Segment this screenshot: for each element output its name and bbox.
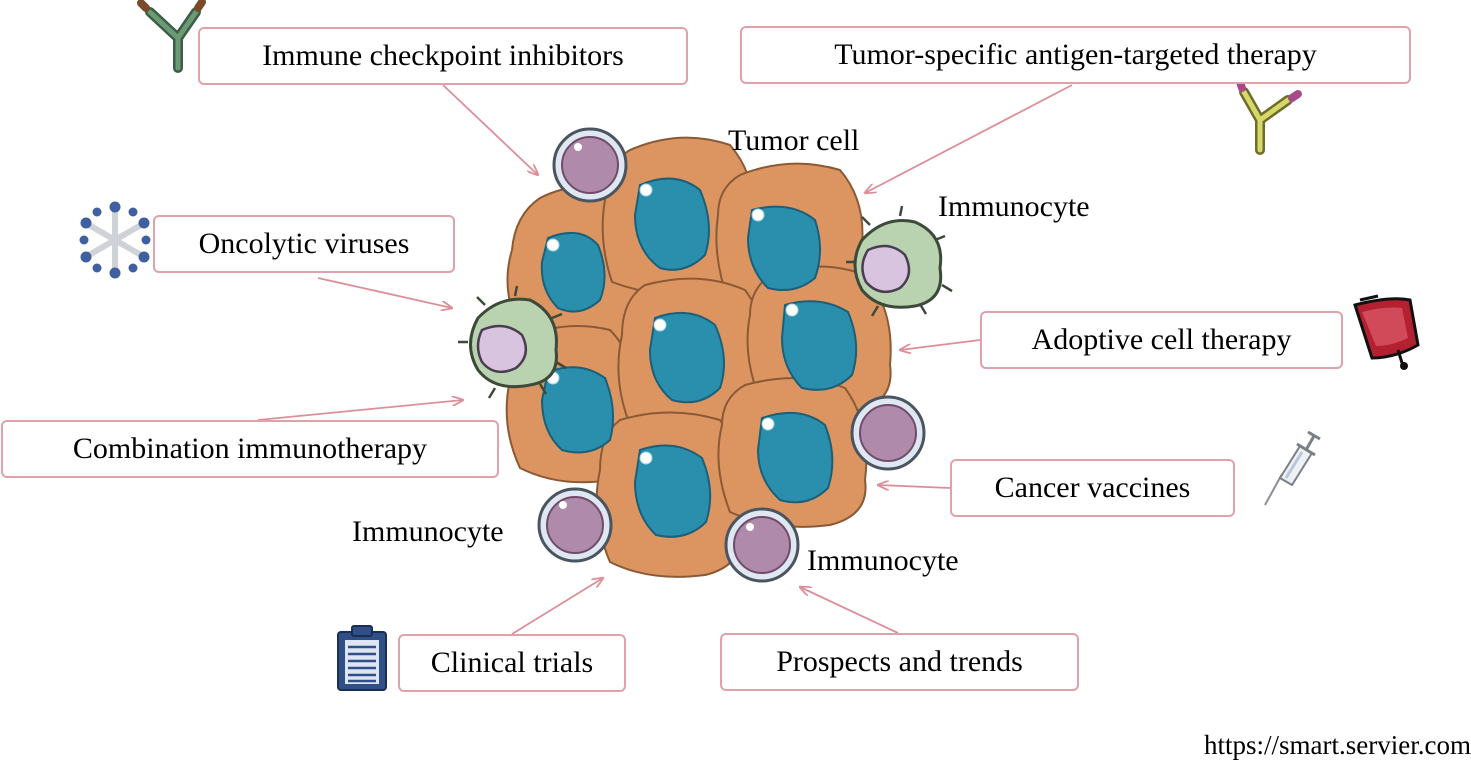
- nucleus: [540, 231, 606, 313]
- arrow-clinical: [511, 578, 603, 635]
- label-immunocyte-left: Immunocyte: [352, 515, 504, 548]
- label-tumor-cell: Tumor cell: [728, 124, 860, 157]
- box-cancer-vaccines: Cancer vaccines: [950, 459, 1235, 517]
- box-clinical-trials: Clinical trials: [398, 634, 626, 692]
- box-oncolytic-viruses: Oncolytic viruses: [153, 215, 455, 273]
- antibody-icon: [1236, 78, 1302, 155]
- virus-icon: [79, 201, 151, 279]
- nucleus: [648, 311, 725, 404]
- label-immunocyte-bottom: Immunocyte: [807, 544, 959, 577]
- nucleus: [540, 366, 614, 454]
- immunocyte-green: [458, 285, 567, 399]
- immunocyte-purple: [724, 507, 800, 583]
- nucleus: [633, 177, 710, 271]
- syringe-icon: [1264, 430, 1321, 506]
- immunocyte-purple: [537, 487, 613, 563]
- arrow-combination: [257, 400, 463, 421]
- immunocyte-purple: [552, 127, 628, 203]
- arrow-prospects: [800, 587, 899, 634]
- blood-bag-icon: [1353, 294, 1420, 370]
- arrow-oncolytic: [317, 277, 452, 308]
- arrow-tsa: [865, 84, 1073, 193]
- nucleus: [780, 300, 858, 391]
- box-adoptive-cell-therapy: Adoptive cell therapy: [980, 311, 1343, 369]
- nucleus: [756, 411, 834, 504]
- box-prospects-and-trends: Prospects and trends: [720, 633, 1079, 691]
- arrow-vaccines: [878, 485, 951, 488]
- antibody-icon: [137, 0, 206, 73]
- nucleus: [633, 444, 712, 538]
- nucleolus-dots: [546, 183, 799, 465]
- box-tumor-specific-antigen-targeted-therapy: Tumor-specific antigen-targeted therapy: [740, 26, 1411, 84]
- label-immunocyte-top-right: Immunocyte: [938, 190, 1090, 223]
- tumor-nuclei: [540, 177, 858, 538]
- arrow-checkpoint: [442, 84, 538, 175]
- immunocyte-purple: [850, 395, 926, 471]
- clipboard-icon: [337, 625, 387, 691]
- source-credit: https://smart.servier.com: [1204, 730, 1471, 760]
- arrow-adoptive: [900, 339, 981, 350]
- box-combination-immunotherapy: Combination immunotherapy: [1, 420, 499, 478]
- nucleus: [746, 205, 821, 291]
- arrows: [257, 84, 1073, 635]
- immunocyte-green: [846, 205, 953, 317]
- box-immune-checkpoint-inhibitors: Immune checkpoint inhibitors: [198, 27, 688, 85]
